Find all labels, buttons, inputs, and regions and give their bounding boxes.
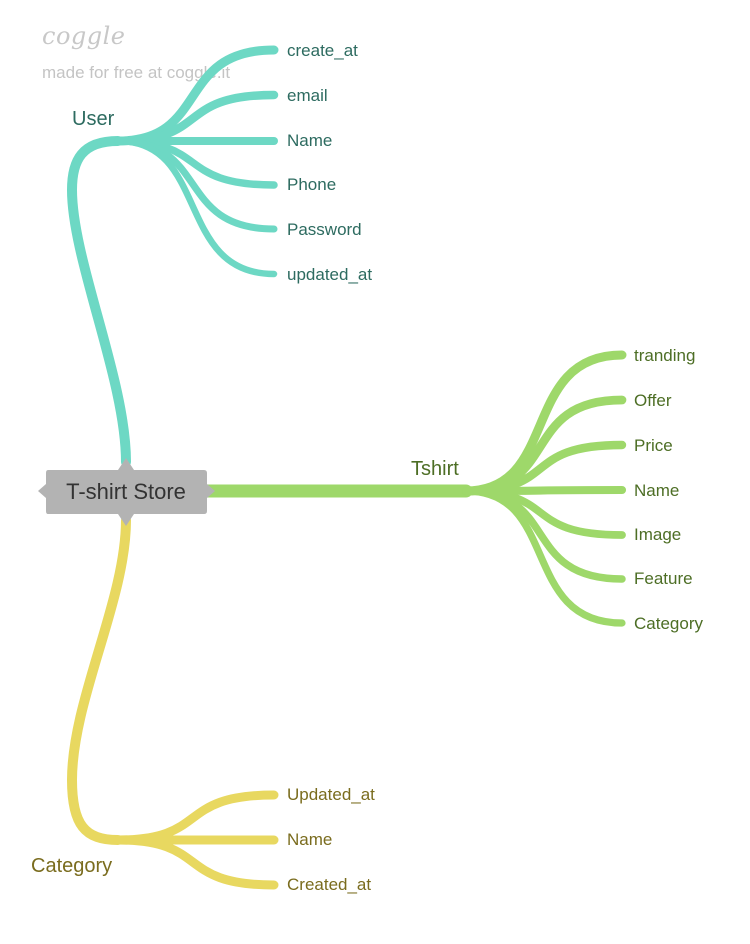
category-leaf-name[interactable]: Name [287, 830, 332, 849]
link-category-leaf-2 [113, 835, 279, 890]
link-user-leaf-5 [114, 137, 278, 278]
branch-label-category[interactable]: Category [31, 855, 112, 877]
tshirt-leaf-image[interactable]: Image [634, 525, 681, 544]
tshirt-leaf-feature[interactable]: Feature [634, 569, 693, 588]
user-leaf-password[interactable]: Password [287, 220, 362, 239]
link-category-leaf-0 [113, 790, 279, 845]
root-node-label: T-shirt Store [66, 479, 186, 504]
user-leaf-phone[interactable]: Phone [287, 175, 336, 194]
tshirt-leaf-category[interactable]: Category [634, 614, 703, 633]
tshirt-leaf-tranding[interactable]: tranding [634, 346, 695, 365]
user-leaf-email[interactable]: email [287, 86, 328, 105]
category-leaf-updated-at[interactable]: Updated_at [287, 785, 375, 804]
link-root-category [66, 515, 131, 845]
root-node-shape [38, 458, 215, 526]
user-leaf-create-at[interactable]: create_at [287, 41, 358, 60]
coggle-watermark-text: made for free at coggle.it [42, 63, 231, 82]
tshirt-leaf-name[interactable]: Name [634, 481, 679, 500]
tshirt-leaf-price[interactable]: Price [634, 436, 673, 455]
tshirt-leaf-offer[interactable]: Offer [634, 391, 672, 410]
link-root-user [66, 136, 131, 467]
coggle-logo: coggle [42, 22, 126, 50]
link-tshirt-leaf-6 [462, 487, 626, 627]
branch-label-user[interactable]: User [72, 108, 115, 130]
root-node[interactable]: T-shirt Store [38, 458, 215, 526]
user-leaf-name[interactable]: Name [287, 131, 332, 150]
branch-label-tshirt[interactable]: Tshirt [411, 458, 459, 480]
category-leaf-created-at[interactable]: Created_at [287, 875, 371, 894]
user-leaf-updated-at[interactable]: updated_at [287, 265, 372, 284]
mind-map-links [66, 45, 627, 890]
